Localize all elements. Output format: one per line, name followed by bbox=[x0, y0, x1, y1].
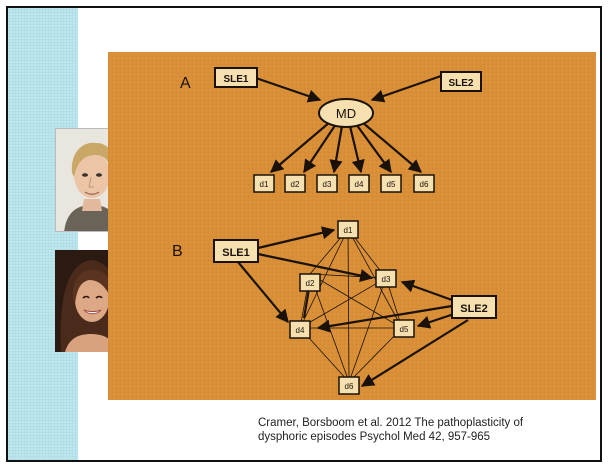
node-a-d3: d3 bbox=[316, 174, 338, 193]
svg-text:d2: d2 bbox=[291, 180, 300, 189]
svg-text:d6: d6 bbox=[345, 382, 354, 391]
panel-a-edges bbox=[249, 74, 442, 174]
svg-text:d2: d2 bbox=[306, 279, 315, 288]
node-a-md: MD bbox=[318, 98, 374, 128]
panel-b-edges bbox=[237, 226, 469, 387]
node-a-d5: d5 bbox=[380, 174, 402, 193]
node-a-sle2: SLE2 bbox=[440, 71, 482, 92]
node-b-sle2: SLE2 bbox=[451, 295, 497, 319]
svg-text:d5: d5 bbox=[387, 180, 396, 189]
side-decoration-strip bbox=[8, 8, 78, 460]
svg-text:SLE1: SLE1 bbox=[222, 247, 250, 259]
svg-text:SLE2: SLE2 bbox=[448, 78, 473, 89]
node-a-sle1: SLE1 bbox=[214, 67, 258, 88]
node-b-d4: d4 bbox=[289, 320, 311, 339]
citation-line-2: dysphoric episodes Psychol Med 42, 957-9… bbox=[258, 431, 491, 443]
svg-text:d1: d1 bbox=[344, 226, 353, 235]
node-a-d6: d6 bbox=[413, 174, 435, 193]
node-b-d5: d5 bbox=[393, 319, 415, 338]
node-b-d6: d6 bbox=[338, 376, 360, 395]
panel-b-label: B bbox=[172, 243, 183, 260]
svg-text:d3: d3 bbox=[382, 275, 391, 284]
svg-text:MD: MD bbox=[336, 106, 356, 121]
node-a-d4: d4 bbox=[348, 174, 370, 193]
svg-text:d5: d5 bbox=[400, 325, 409, 334]
svg-text:SLE2: SLE2 bbox=[460, 303, 488, 315]
slide: A SLE1 SLE2 MD d1 d2 bbox=[6, 6, 602, 462]
node-a-d2: d2 bbox=[284, 174, 306, 193]
node-b-d2: d2 bbox=[299, 273, 321, 292]
citation-caption: Cramer, Borsboom et al. 2012 The pathopl… bbox=[258, 416, 598, 444]
network-diagram-figure: A SLE1 SLE2 MD d1 d2 bbox=[108, 52, 596, 400]
node-a-d1: d1 bbox=[253, 174, 275, 193]
svg-text:d1: d1 bbox=[260, 180, 269, 189]
svg-text:d4: d4 bbox=[296, 326, 305, 335]
node-b-d1: d1 bbox=[337, 220, 359, 239]
node-b-d3: d3 bbox=[375, 269, 397, 288]
node-b-sle1: SLE1 bbox=[213, 239, 259, 263]
svg-text:d4: d4 bbox=[355, 180, 364, 189]
svg-text:d3: d3 bbox=[323, 180, 332, 189]
citation-line-1: Cramer, Borsboom et al. 2012 The pathopl… bbox=[258, 417, 524, 429]
panel-a-label: A bbox=[180, 75, 191, 92]
svg-text:SLE1: SLE1 bbox=[223, 74, 248, 85]
svg-text:d6: d6 bbox=[420, 180, 429, 189]
